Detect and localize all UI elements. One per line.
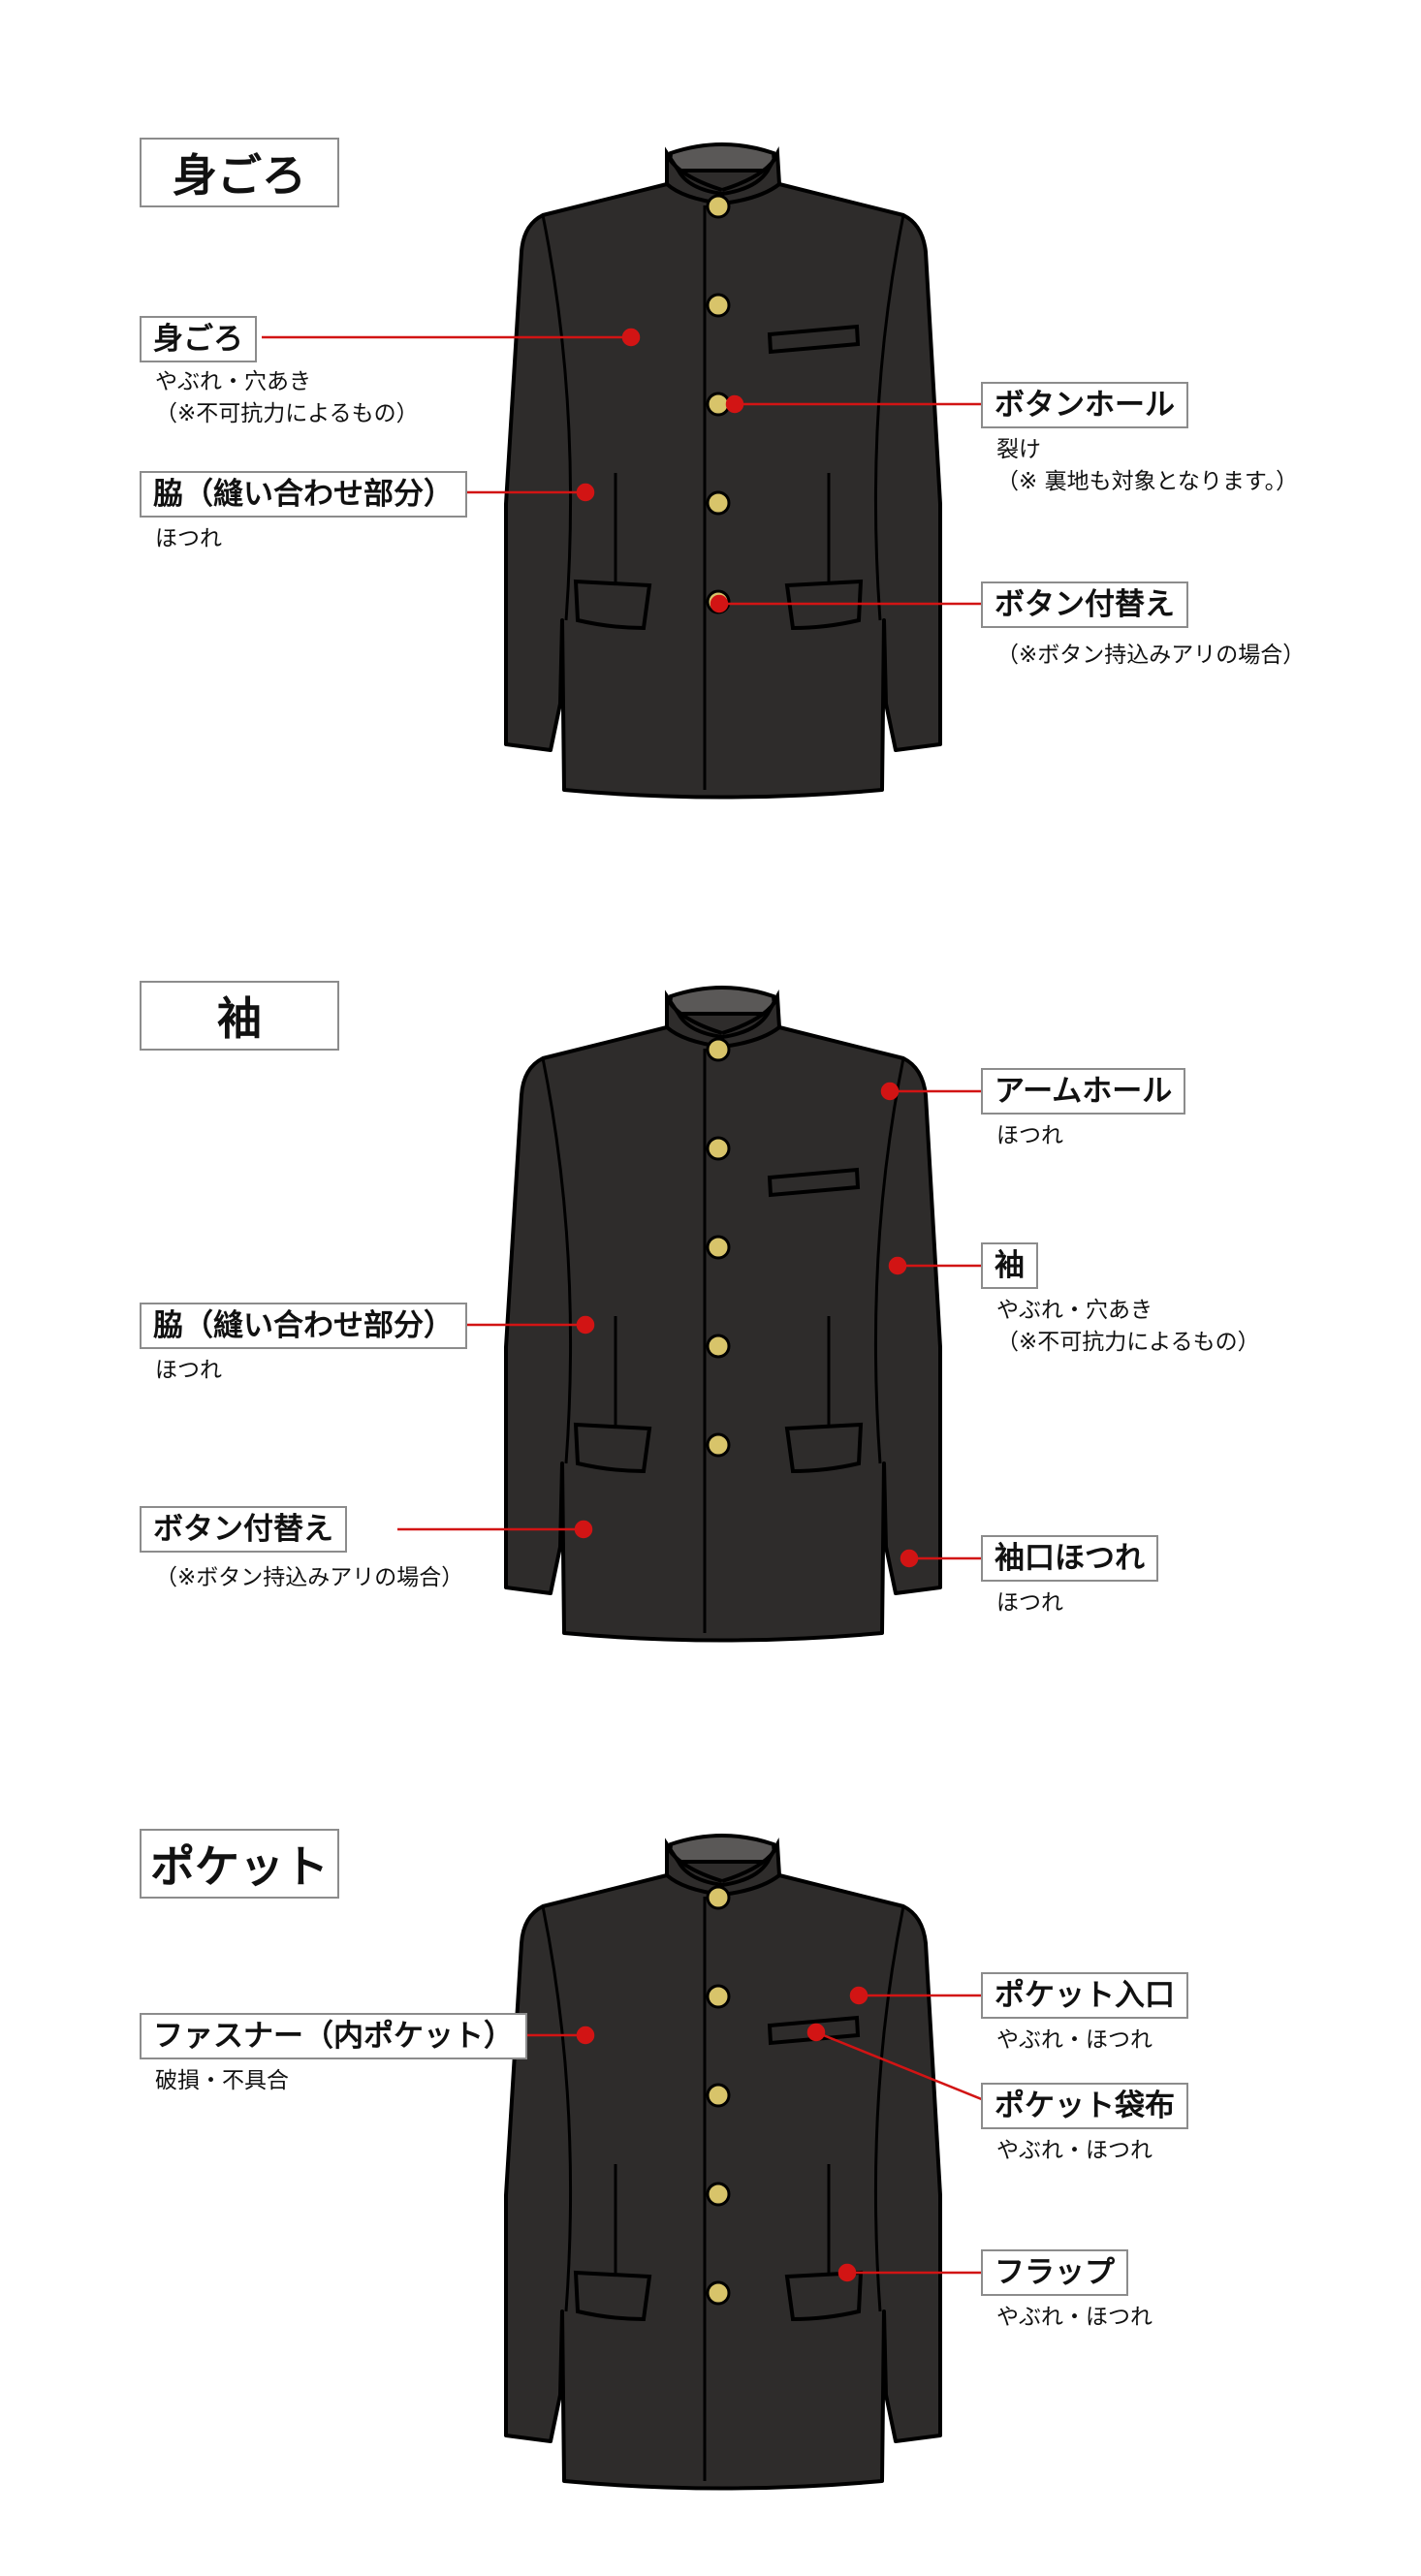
section-sleeve: 袖 アームホール ほつれ 袖 やぶれ・穴あき （※不可抗力によるもの） 脇（縫い… [0,843,1421,1696]
callout-label: ポケット入口 [981,1972,1188,2019]
callout-note: ほつれ [155,526,222,551]
button [706,392,731,417]
left-sleeve-seam [541,1057,573,1464]
button [706,1432,731,1458]
callout-label: フラップ [981,2249,1128,2296]
left-sleeve-seam [541,1905,573,2312]
left-pocket-flap [573,2270,652,2322]
callout-label: ファスナー（内ポケット） [140,2013,527,2059]
left-pocket-flap [573,579,652,631]
callout-label: 袖 [981,1242,1038,1289]
button [706,1037,731,1062]
button [706,589,731,614]
button [706,1885,731,1910]
section-pocket: ポケット ファスナー（内ポケット） 破損・不具合 ポケット入口 やぶれ・ほつれ … [0,1691,1421,2544]
callout-note: ほつれ [996,1123,1063,1148]
callout-label: ボタン付替え [140,1506,347,1553]
callout-label: アームホール [981,1068,1186,1115]
callout-label: 袖口ほつれ [981,1535,1158,1582]
jacket-illustration [504,1834,942,2491]
right-sleeve-seam [873,1057,905,1464]
callout-label: 脇（縫い合わせ部分） [140,1303,467,1349]
jacket-illustration [504,142,942,800]
callout-note: （※ボタン持込みアリの場合） [996,643,1306,668]
callout-note: 裂け （※ 裏地も対象となります。） [996,437,1299,494]
callout-label: ボタン付替え [981,581,1188,628]
button [706,2083,731,2108]
right-pocket-flap [784,2270,864,2322]
collar-right-band [721,153,779,192]
button [706,293,731,318]
right-pocket-flap [784,1422,864,1474]
jacket-illustration [504,986,942,1643]
button [706,1235,731,1260]
button [706,2280,731,2306]
right-sleeve-seam [873,214,905,621]
callout-note: 破損・不具合 [155,2068,289,2093]
button [706,1334,731,1359]
section-title: 身ごろ [140,138,339,207]
button [706,2182,731,2207]
callout-label: 脇（縫い合わせ部分） [140,471,467,518]
collar-left-band [665,1844,723,1883]
section-title: 袖 [140,981,339,1051]
callout-note: ほつれ [996,1590,1063,1616]
collar-left-band [665,153,723,192]
left-pocket-flap [573,1422,652,1474]
chest-pocket [767,324,861,355]
callout-note: （※ボタン持込みアリの場合） [155,1565,464,1590]
collar-left-band [665,996,723,1035]
section-body: 身ごろ 身ごろ やぶれ・穴あき （※不可抗力によるもの） 脇（縫い合わせ部分） … [0,0,1421,853]
button [706,1136,731,1161]
callout-label: ポケット袋布 [981,2083,1188,2129]
button [706,1984,731,2009]
button [706,194,731,219]
chest-pocket [767,1167,861,1198]
section-title: ポケット [140,1829,339,1899]
callout-note: やぶれ・穴あき （※不可抗力によるもの） [155,369,419,426]
callout-note: やぶれ・ほつれ [996,2027,1153,2053]
callout-label: ボタンホール [981,382,1188,428]
collar-right-band [721,1844,779,1883]
callout-note: ほつれ [155,1358,222,1383]
button [706,490,731,516]
callout-label: 身ごろ [140,316,257,362]
collar-right-band [721,996,779,1035]
callout-note: やぶれ・ほつれ [996,2138,1153,2163]
left-sleeve-seam [541,214,573,621]
right-pocket-flap [784,579,864,631]
callout-note: やぶれ・ほつれ [996,2305,1153,2330]
callout-note: やぶれ・穴あき （※不可抗力によるもの） [996,1298,1260,1355]
